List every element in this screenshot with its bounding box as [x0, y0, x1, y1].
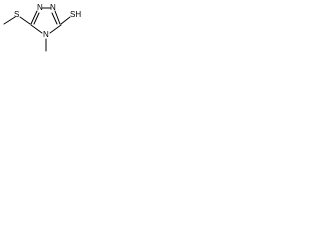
bond-c5-n1	[30, 10, 38, 25]
atom-s-thioether-label: S	[14, 10, 19, 19]
bond-methyl-s	[3, 16, 16, 25]
bond-c3-sh	[60, 16, 71, 25]
atom-sh-label: SH	[70, 10, 81, 19]
atom-n2-label: N	[50, 3, 56, 12]
bond-n4-c5	[30, 24, 43, 34]
bond-s-c5	[19, 16, 31, 25]
bond-n2-c3-double	[51, 12, 58, 25]
bond-n2-c3	[54, 10, 61, 25]
atom-n1-label: N	[37, 3, 43, 12]
atom-n4-label: N	[43, 30, 49, 39]
molecule-diagram: N N S SH N	[3, 3, 81, 52]
bond-c3-n4	[49, 24, 62, 34]
bond-c5-n1-double	[33, 12, 40, 25]
